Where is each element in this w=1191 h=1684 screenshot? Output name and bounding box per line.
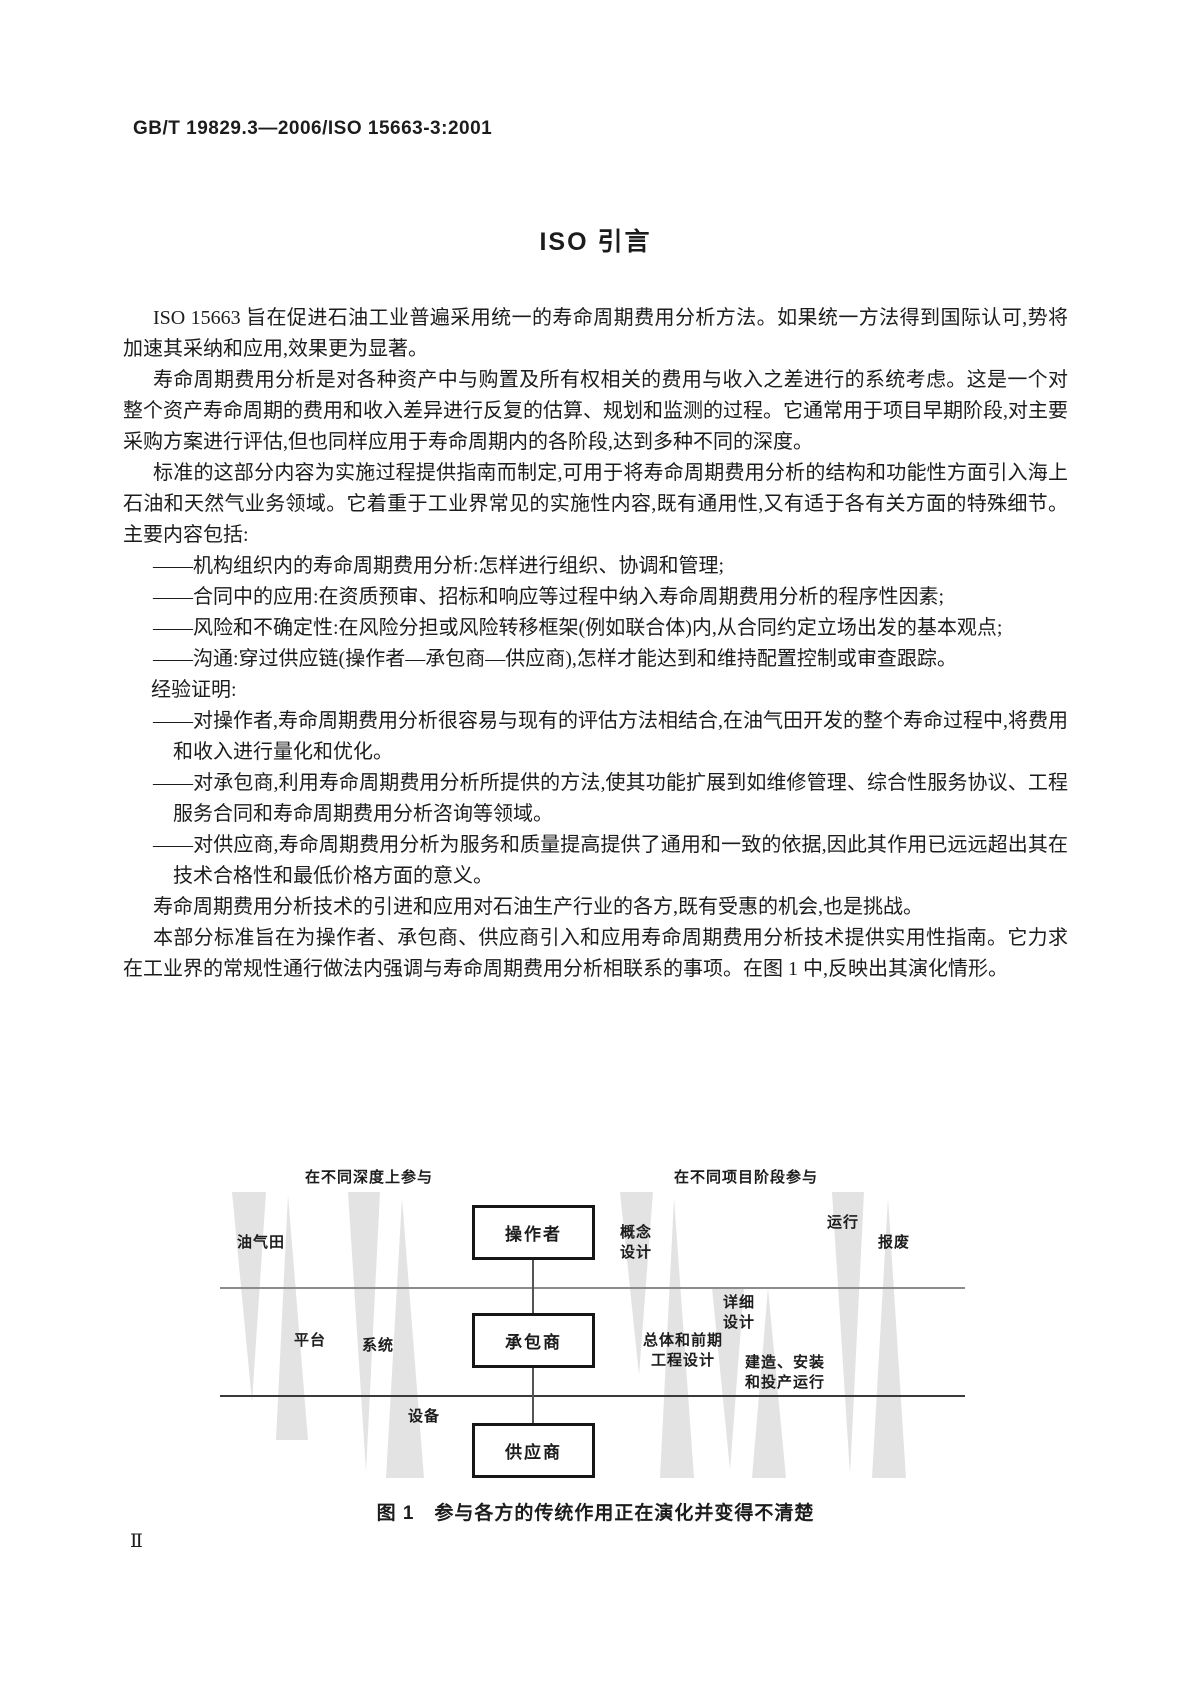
page-title: ISO 引言 bbox=[539, 228, 652, 256]
list-item: ——机构组织内的寿命周期费用分析:怎样进行组织、协调和管理; bbox=[153, 555, 725, 577]
body-text: ISO 15663 旨在促进石油工业普遍采用统一的寿命周期费用分析方法。如果统一… bbox=[123, 303, 1068, 985]
list-item: ——合同中的应用:在资质预审、招标和响应等过程中纳入寿命周期费用分析的程序性因素… bbox=[153, 586, 945, 608]
left-axis-header: 在不同深度上参与 bbox=[304, 1169, 434, 1186]
supplier-box: 供应商 bbox=[472, 1423, 595, 1478]
label-oil-gas-field: 油气田 bbox=[236, 1234, 286, 1251]
depth-divider-line-upper bbox=[220, 1287, 965, 1289]
paragraph: 经验证明: bbox=[151, 679, 237, 701]
label-construction-installation-commissioning: 建造、安装 和投产运行 bbox=[744, 1354, 826, 1391]
paragraph: 标准的这部分内容为实施过程提供指南而制定,可用于将寿命周期费用分析的结构和功能性… bbox=[123, 462, 1068, 546]
label-detail-design: 详细 设计 bbox=[722, 1294, 756, 1331]
contractor-supplier-connector bbox=[532, 1368, 534, 1423]
list-item: ——对操作者,寿命周期费用分析很容易与现有的评估方法相结合,在油气田开发的整个寿… bbox=[153, 710, 1068, 763]
list-item: ——对供应商,寿命周期费用分析为服务和质量提高提供了通用和一致的依据,因此其作用… bbox=[153, 834, 1068, 887]
figure-1-diagram: 在不同深度上参与 在不同项目阶段参与 操作者 承包商 供应商 油气田 平台 系统… bbox=[180, 1140, 1090, 1500]
contractor-box: 承包商 bbox=[472, 1313, 595, 1368]
paragraph: ISO 15663 旨在促进石油工业普遍采用统一的寿命周期费用分析方法。如果统一… bbox=[123, 307, 1068, 360]
paragraph: 寿命周期费用分析是对各种资产中与购置及所有权相关的费用与收入之差进行的系统考虑。… bbox=[123, 369, 1068, 453]
operator-box: 操作者 bbox=[472, 1205, 595, 1260]
depth-divider-line-lower bbox=[220, 1395, 965, 1397]
list-item: ——对承包商,利用寿命周期费用分析所提供的方法,使其功能扩展到如维修管理、综合性… bbox=[153, 772, 1068, 825]
list-item: ——风险和不确定性:在风险分担或风险转移框架(例如联合体)内,从合同约定立场出发… bbox=[153, 617, 1003, 639]
right-axis-header: 在不同项目阶段参与 bbox=[673, 1169, 819, 1186]
paragraph: 本部分标准旨在为操作者、承包商、供应商引入和应用寿命周期费用分析技术提供实用性指… bbox=[123, 927, 1068, 980]
label-operation: 运行 bbox=[826, 1214, 860, 1231]
operator-contractor-connector bbox=[532, 1260, 534, 1313]
figure-caption: 图 1 参与各方的传统作用正在演化并变得不清楚 bbox=[376, 1503, 815, 1524]
page-number: Ⅱ bbox=[130, 1531, 143, 1552]
label-decommissioning: 报废 bbox=[877, 1234, 911, 1251]
label-system: 系统 bbox=[361, 1337, 395, 1354]
label-platform: 平台 bbox=[293, 1332, 327, 1349]
label-equipment: 设备 bbox=[407, 1408, 441, 1425]
list-item: ——沟通:穿过供应链(操作者—承包商—供应商),怎样才能达到和维持配置控制或审查… bbox=[153, 648, 957, 670]
label-concept-design: 概念 设计 bbox=[619, 1224, 653, 1261]
paragraph: 寿命周期费用分析技术的引进和应用对石油生产行业的各方,既有受惠的机会,也是挑战。 bbox=[153, 896, 923, 918]
standard-number-header: GB/T 19829.3—2006/ISO 15663-3:2001 bbox=[133, 118, 493, 139]
involvement-wedges bbox=[232, 1192, 906, 1478]
label-overall-front-end-engineering: 总体和前期 工程设计 bbox=[642, 1332, 724, 1369]
